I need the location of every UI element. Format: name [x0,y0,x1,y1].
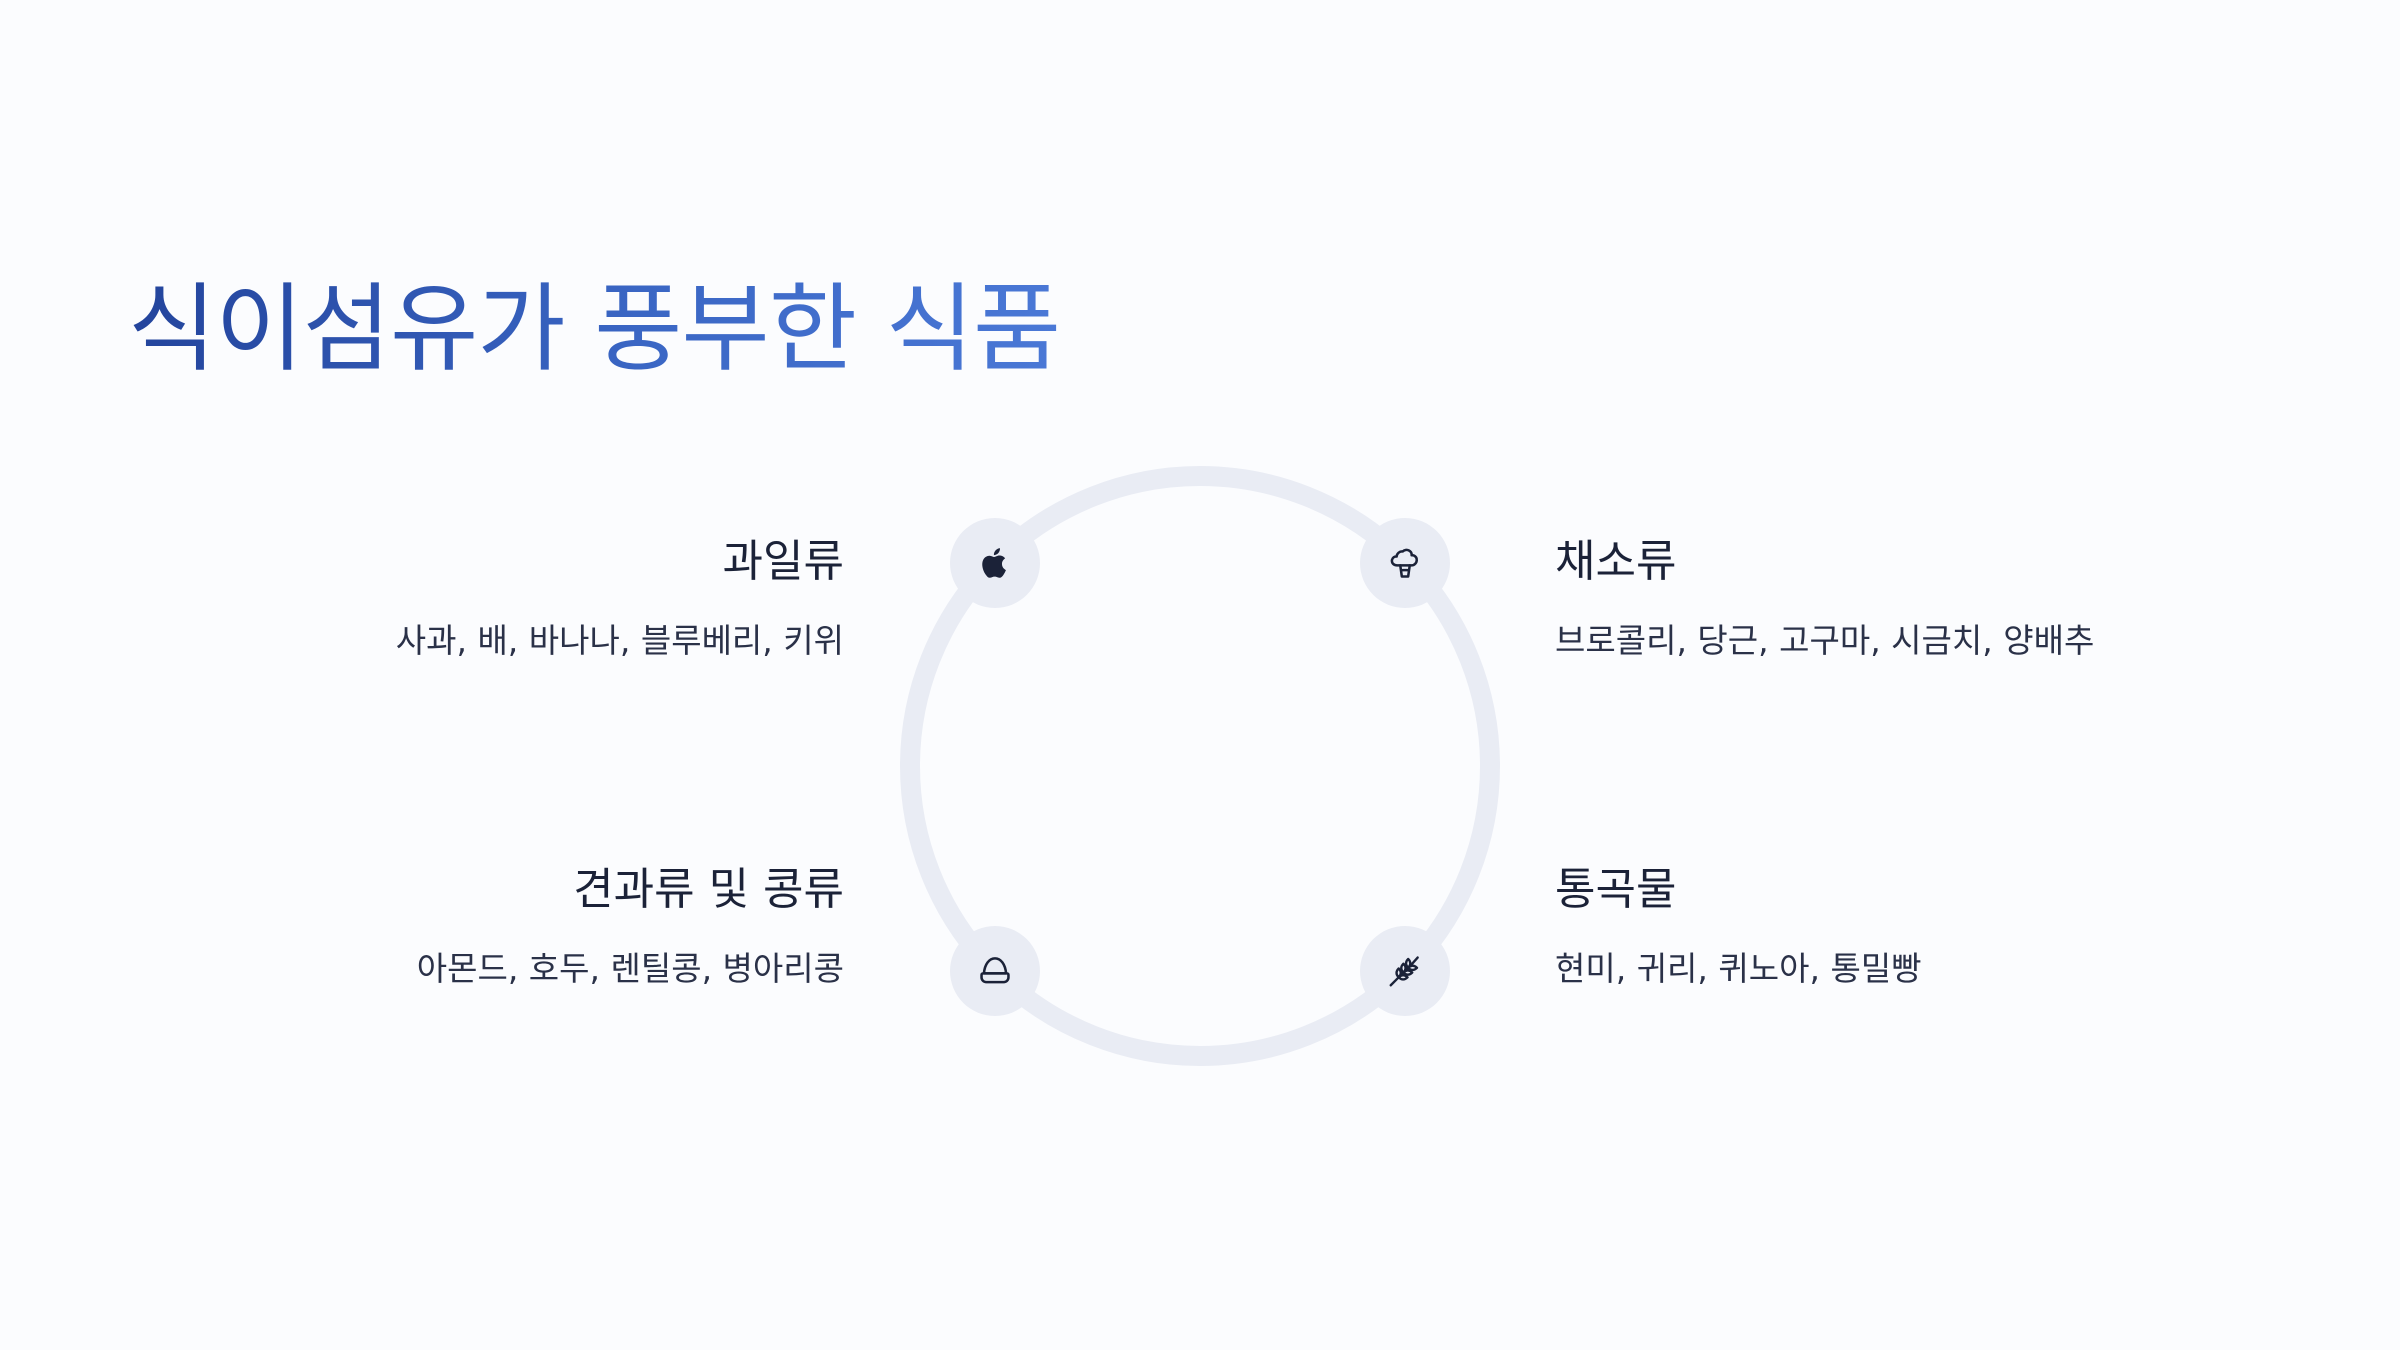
fruit-desc: 사과, 배, 바나나, 블루베리, 키위 [395,620,844,660]
grain-node [1360,926,1450,1016]
page-title: 식이섬유가 풍부한 식품 [128,272,1061,387]
grain-desc: 현미, 귀리, 퀴노아, 통밀빵 [1555,948,1922,988]
nut-icon [980,957,1010,984]
cycle-ring [900,466,1500,1066]
vegetable-block: 채소류 브로콜리, 당근, 고구마, 시금치, 양배추 [1555,536,2215,660]
vegetable-node [1360,518,1450,608]
apple-icon [982,548,1006,578]
fruit-title: 과일류 [722,536,844,587]
grain-block: 통곡물 현미, 귀리, 퀴노아, 통밀빵 [1555,864,2215,988]
fruit-block: 과일류 사과, 배, 바나나, 블루베리, 키위 [184,536,844,660]
nuts-title: 견과류 및 콩류 [573,864,844,915]
grain-title: 통곡물 [1555,864,1677,915]
vegetable-desc: 브로콜리, 당근, 고구마, 시금치, 양배추 [1555,620,2095,660]
fruit-node [950,518,1040,608]
nuts-node [950,926,1040,1016]
vegetable-title: 채소류 [1555,536,1677,587]
wheat-icon [1389,956,1419,987]
nuts-block: 견과류 및 콩류 아몬드, 호두, 렌틸콩, 병아리콩 [184,864,844,988]
nuts-desc: 아몬드, 호두, 렌틸콩, 병아리콩 [416,948,844,988]
broccoli-icon [1390,548,1418,578]
